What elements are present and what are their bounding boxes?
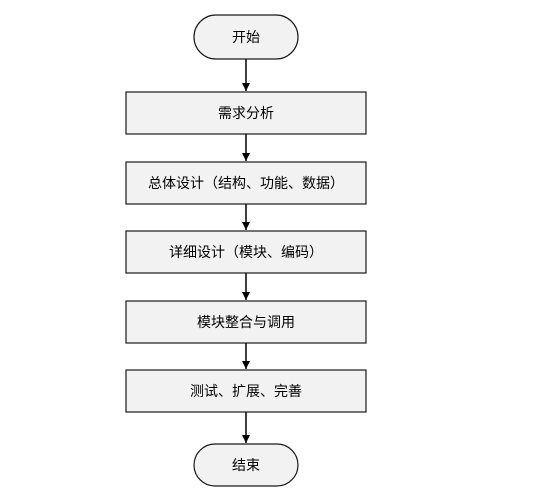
node-testing: 测试、扩展、完善 [125, 369, 367, 413]
node-requirements: 需求分析 [125, 91, 367, 135]
node-label-integration: 模块整合与调用 [197, 315, 295, 331]
node-start: 开始 [193, 14, 299, 60]
terminator-shape-start [193, 14, 299, 60]
terminator-shape-end [193, 443, 299, 487]
node-label-start: 开始 [232, 30, 260, 46]
node-integration: 模块整合与调用 [125, 300, 367, 344]
node-end: 结束 [193, 443, 299, 487]
node-label-requirements: 需求分析 [218, 106, 274, 122]
node-label-testing: 测试、扩展、完善 [190, 384, 302, 400]
process-box-integration [125, 300, 367, 344]
node-label-detailed-design: 详细设计（模块、编码） [169, 245, 323, 261]
process-box-detailed-design [125, 230, 367, 274]
node-label-end: 结束 [232, 458, 260, 474]
node-overall-design: 总体设计（结构、功能、数据） [125, 161, 367, 205]
process-box-requirements [125, 91, 367, 135]
node-detailed-design: 详细设计（模块、编码） [125, 230, 367, 274]
node-label-overall-design: 总体设计（结构、功能、数据） [148, 176, 344, 192]
process-box-testing [125, 369, 367, 413]
process-box-overall-design [125, 161, 367, 205]
